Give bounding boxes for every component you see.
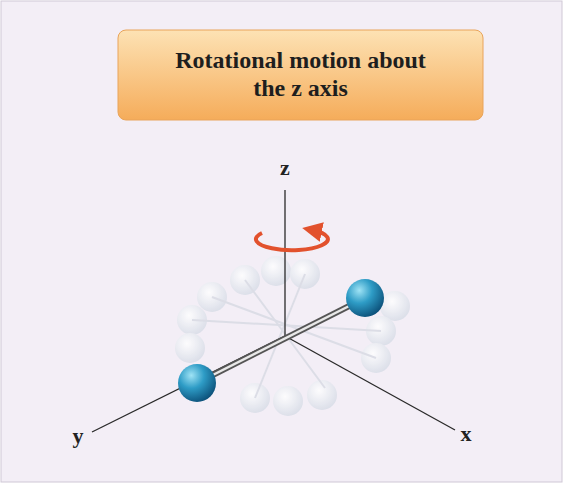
axis-label: x [461,423,472,445]
axis-label: y [73,425,84,447]
rotation-arrow [256,230,328,250]
title-box: Rotational motion about the z axis [118,30,483,120]
axis-label: z [280,157,290,179]
molecule [178,279,384,402]
coordinate-axes [92,190,455,432]
ghost-positions [175,256,410,416]
title-text: Rotational motion about the z axis [163,47,438,102]
title-box-shape [118,30,483,120]
